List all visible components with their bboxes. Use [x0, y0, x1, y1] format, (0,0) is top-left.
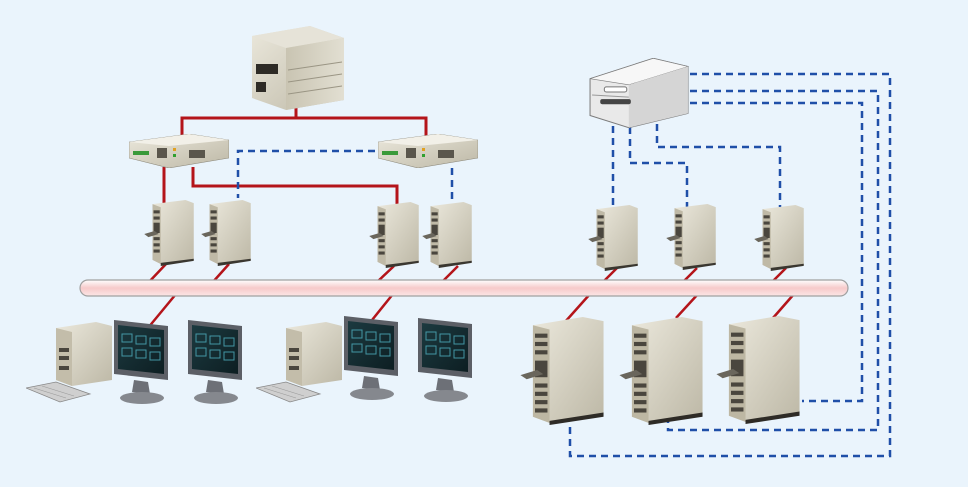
server-tower-icon	[422, 202, 472, 268]
workstation-icon	[256, 321, 343, 403]
link-printer-bigserver2	[666, 89, 880, 432]
server-tower-icon	[588, 205, 638, 271]
server-tower-icon	[144, 200, 194, 266]
link	[564, 293, 591, 323]
monitor-icon	[417, 317, 473, 403]
link-printer-server7	[655, 124, 782, 207]
server-tower-icon	[201, 200, 251, 266]
workstation-icon	[26, 321, 113, 403]
server-tower-icon	[754, 205, 804, 271]
link-switch2-server2	[236, 149, 375, 198]
printer-icon	[589, 58, 689, 128]
monitor-icon	[343, 315, 399, 401]
monitor-icon	[187, 319, 243, 405]
server-tower-icon	[369, 202, 419, 268]
link-printer-bigserver1	[568, 72, 892, 458]
link-printer-bigserver3	[690, 101, 864, 403]
server-tower-icon	[666, 204, 716, 270]
network-switch-icon	[129, 134, 229, 168]
storage-cabinet-icon	[252, 26, 344, 110]
dashed-links	[236, 72, 892, 458]
link-printer-server6	[628, 127, 689, 207]
link	[675, 293, 699, 319]
large-server-icon	[716, 316, 800, 424]
large-server-icon	[520, 317, 604, 425]
network-bus	[79, 279, 849, 297]
monitor-icon	[113, 319, 169, 405]
link-cabinet-switches	[180, 108, 428, 136]
link	[772, 293, 795, 319]
link-switch1-server3	[191, 167, 399, 205]
network-switch-icon	[378, 134, 478, 168]
solid-links	[162, 108, 428, 205]
large-server-icon	[619, 317, 703, 425]
